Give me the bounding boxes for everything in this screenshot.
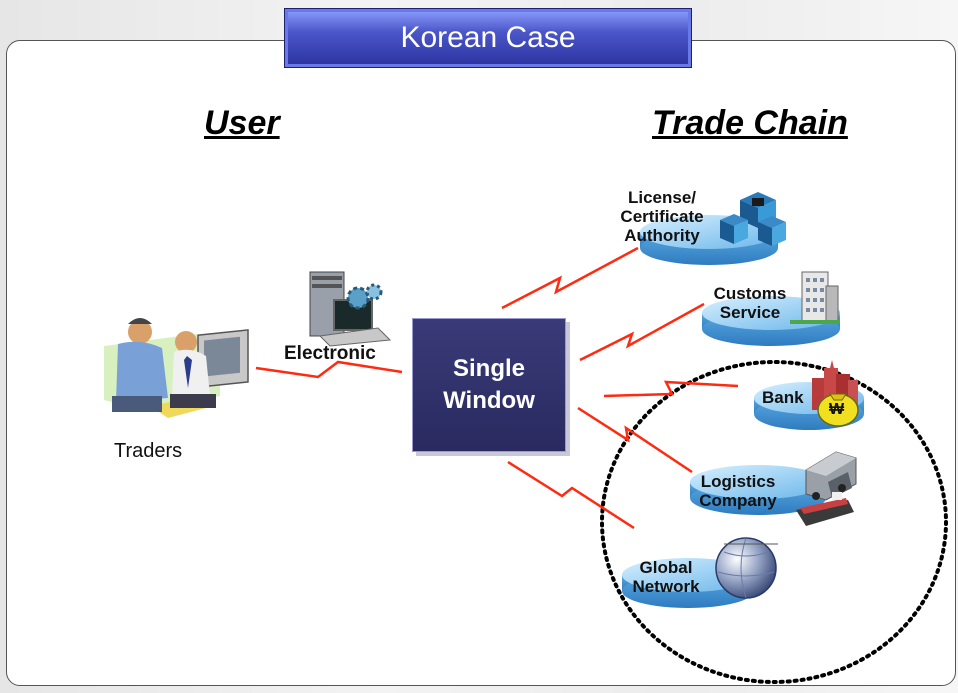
truck-ship-icon [796, 451, 857, 526]
license-label: License/ Certificate Authority [604, 188, 720, 245]
bank-label: Bank [762, 388, 804, 407]
electronic-label: Electronic [284, 343, 376, 364]
global-line1: Global [639, 558, 693, 577]
user-heading: User [204, 104, 280, 142]
license-line1: License/ [627, 188, 697, 207]
single-window-line1: Single [452, 355, 525, 382]
link-hub-customs [579, 302, 705, 362]
trade-chain-heading: Trade Chain [652, 104, 848, 142]
title-banner: Korean Case [284, 8, 692, 68]
logistics-disc [690, 465, 826, 515]
traders-label: Traders [114, 440, 183, 462]
single-window-node: Single Window [412, 318, 566, 452]
logistics-line2: Company [699, 491, 777, 510]
link-hub-license [501, 246, 639, 310]
link-hub-bank [603, 380, 739, 398]
customs-label: Customs Service [700, 284, 800, 322]
single-window-line2: Window [443, 387, 535, 414]
title-text: Korean Case [400, 21, 576, 54]
global-line2: Network [632, 577, 700, 596]
global-label: Global Network [618, 558, 714, 596]
globe-icon [715, 537, 778, 599]
partner-group-ellipse [600, 360, 948, 684]
cubes-icon [720, 192, 786, 246]
won-symbol: ₩ [829, 401, 845, 418]
customs-line2: Service [719, 303, 781, 322]
logistics-line1: Logistics [700, 472, 776, 491]
customs-line1: Customs [713, 284, 787, 303]
license-line3: Authority [624, 226, 700, 245]
link-hub-global [507, 460, 635, 530]
bank-icon [812, 360, 859, 427]
link-hub-logistics [577, 406, 693, 474]
logistics-label: Logistics Company [682, 472, 794, 510]
license-line2: Certificate [620, 207, 704, 226]
link-traders-hub [255, 360, 403, 379]
computer-icon [309, 271, 392, 347]
building-icon [790, 271, 840, 324]
traders-illustration [104, 318, 249, 418]
